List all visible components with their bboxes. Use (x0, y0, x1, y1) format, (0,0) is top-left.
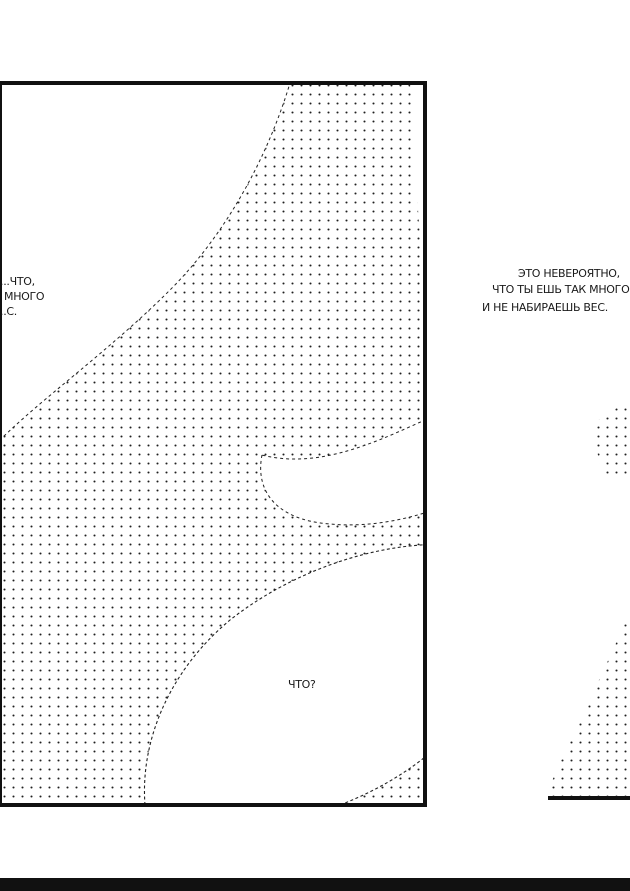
left-bubble-line-2: МНОГО (4, 290, 45, 303)
s-curve-upper (260, 419, 425, 526)
right-bubble-line-3: И НЕ НАБИРАЕШЬ ВЕС. (482, 301, 608, 314)
right-panel-bottom-tone (548, 612, 630, 798)
right-bubble-line-2: ЧТО ТЫ ЕШЬ ТАК МНОГО (492, 283, 630, 296)
left-bubble-line-1: ...ЧТО, (0, 275, 35, 288)
bottom-scan-edge (0, 878, 630, 891)
right-white-edge (410, 83, 425, 300)
left-white-region (0, 83, 291, 441)
center-bubble-shape (143, 544, 425, 805)
right-bubble: ЭТО НЕВЕРОЯТНО, ЧТО ТЫ ЕШЬ ТАК МНОГО И Н… (482, 267, 630, 314)
center-bubble-text: ЧТО? (288, 678, 316, 691)
main-panel (0, 83, 425, 805)
right-bubble-line-1: ЭТО НЕВЕРОЯТНО, (518, 267, 620, 280)
left-bubble: ...ЧТО, МНОГО ..С. (0, 275, 45, 318)
left-bubble-line-3: ..С. (0, 305, 17, 318)
main-panel-border (0, 81, 427, 807)
